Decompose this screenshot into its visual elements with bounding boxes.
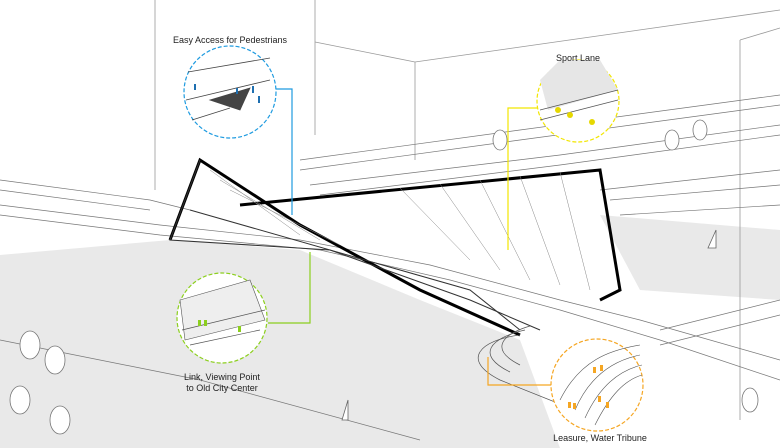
- river-water: [0, 240, 560, 448]
- link-label: Link, Viewing Point to Old City Center: [162, 372, 282, 394]
- pedestrians-callout-circle: [183, 45, 277, 139]
- sailboat-icon: [341, 399, 349, 421]
- trees: [9, 119, 759, 435]
- sport-callout-circle: [536, 59, 620, 143]
- leisure-label: Leasure, Water Tribune: [553, 433, 647, 443]
- roads: [0, 94, 780, 441]
- bridge: [168, 157, 622, 337]
- sport-lane-label: Sport Lane: [555, 53, 601, 63]
- link-callout-circle: [176, 272, 268, 364]
- pedestrians-label: Easy Access for Pedestrians: [172, 35, 288, 45]
- leisure-callout-circle: [550, 338, 644, 432]
- link-leader: [268, 252, 311, 324]
- buildings: [154, 0, 780, 420]
- link-label-line1: Link, Viewing Point: [184, 372, 260, 382]
- link-label-line2: to Old City Center: [186, 383, 258, 393]
- water-tribune: [477, 325, 601, 421]
- sport-leader: [507, 107, 538, 250]
- river-water-far: [600, 215, 780, 300]
- pedestrians-leader: [276, 88, 293, 215]
- sailboat-icon: [707, 229, 717, 249]
- leisure-leader: [487, 357, 552, 386]
